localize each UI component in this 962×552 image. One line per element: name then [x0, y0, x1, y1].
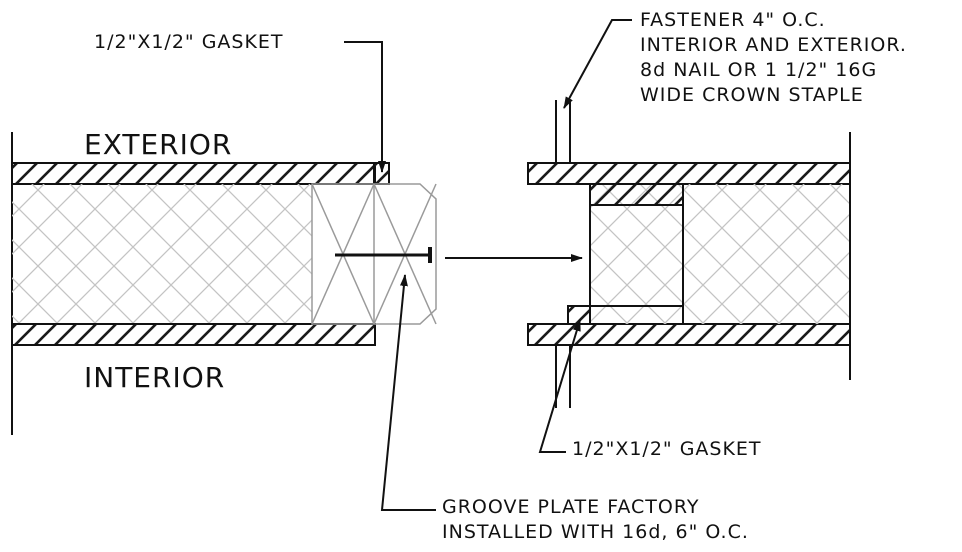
- groove-note-line-2: INSTALLED WITH 16d, 6" O.C.: [442, 521, 749, 543]
- left-interior-skin: [11, 323, 376, 346]
- fastener-note-line-1: FASTENER 4" O.C.: [640, 9, 826, 31]
- gasket-bottom-label: 1/2"X1/2" GASKET: [572, 438, 762, 460]
- fastener-note-line-2: INTERIOR AND EXTERIOR.: [640, 34, 907, 56]
- right-exterior-skin: [527, 162, 851, 185]
- groove-plate-note: GROOVE PLATE FACTORY INSTALLED WITH 16d,…: [442, 495, 749, 545]
- leader-gasket-top: [344, 41, 386, 173]
- leader-groove: [380, 274, 436, 511]
- left-foam-core: [12, 184, 312, 324]
- exterior-label: EXTERIOR: [84, 128, 233, 161]
- spline-top-hatch: [589, 183, 684, 206]
- fastener-top: [555, 100, 571, 163]
- fastener-note-line-3: 8d NAIL OR 1 1/2" 16G: [640, 59, 878, 81]
- right-foam-core: [590, 184, 850, 324]
- fastener-note: FASTENER 4" O.C. INTERIOR AND EXTERIOR. …: [640, 8, 907, 108]
- nail: [335, 247, 432, 263]
- gasket-top-label: 1/2"X1/2" GASKET: [94, 31, 284, 53]
- interior-label: INTERIOR: [84, 361, 226, 394]
- leader-gasket-bottom: [538, 319, 581, 453]
- groove-note-line-1: GROOVE PLATE FACTORY: [442, 496, 700, 518]
- leader-fastener: [563, 19, 632, 109]
- fastener-note-line-4: WIDE CROWN STAPLE: [640, 84, 864, 106]
- left-exterior-skin: [11, 162, 376, 185]
